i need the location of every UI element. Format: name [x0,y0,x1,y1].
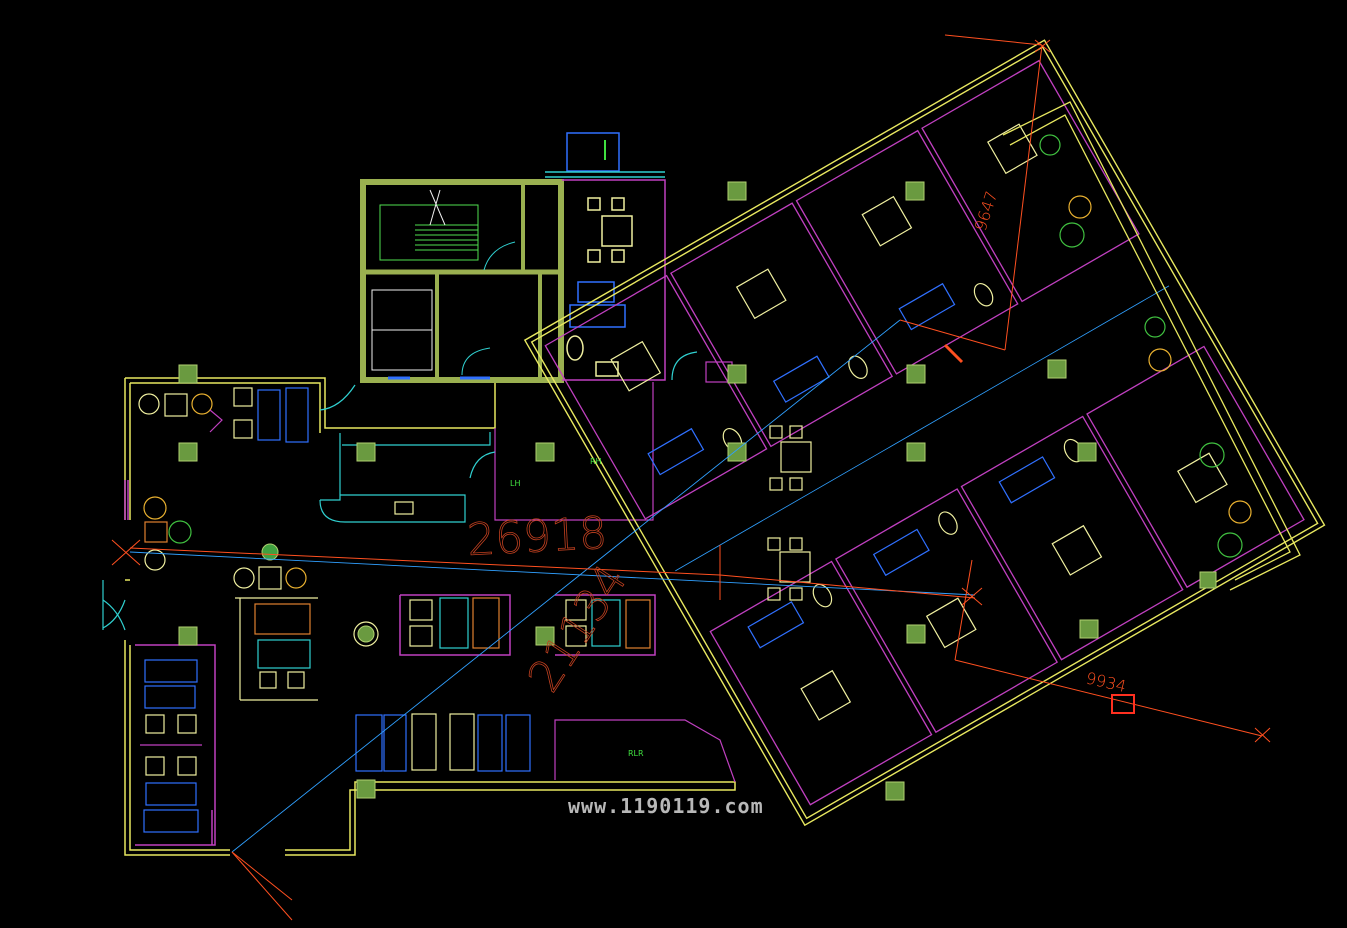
room-label-left: LH [510,479,520,488]
dimension-lines [111,34,1271,921]
right-wing [523,39,1326,827]
guest-rooms [544,59,1305,806]
entrance-door [102,580,126,631]
room-label-hall: RLR [628,749,644,758]
corridor-tables [767,425,812,601]
balcony-plants [1039,134,1252,558]
dimension-main: 26918 [466,508,608,566]
room-furniture [610,123,1228,721]
core-interior [371,241,516,380]
upper-suite [545,132,666,381]
axis-lines [129,319,976,853]
lounge-furniture [138,387,736,833]
left-lounge-walls [124,377,736,856]
watermark: www.1190119.com [568,794,764,818]
columns [178,181,1217,801]
dimension-right: 9647 [971,189,1002,234]
dimension-lower-right: 9934 [1084,668,1128,696]
room-label-mid: RH [590,457,602,466]
left-lounge-partitions [124,480,656,846]
balcony-strip [1002,101,1301,591]
core-walls [360,179,564,383]
stair [379,189,479,261]
